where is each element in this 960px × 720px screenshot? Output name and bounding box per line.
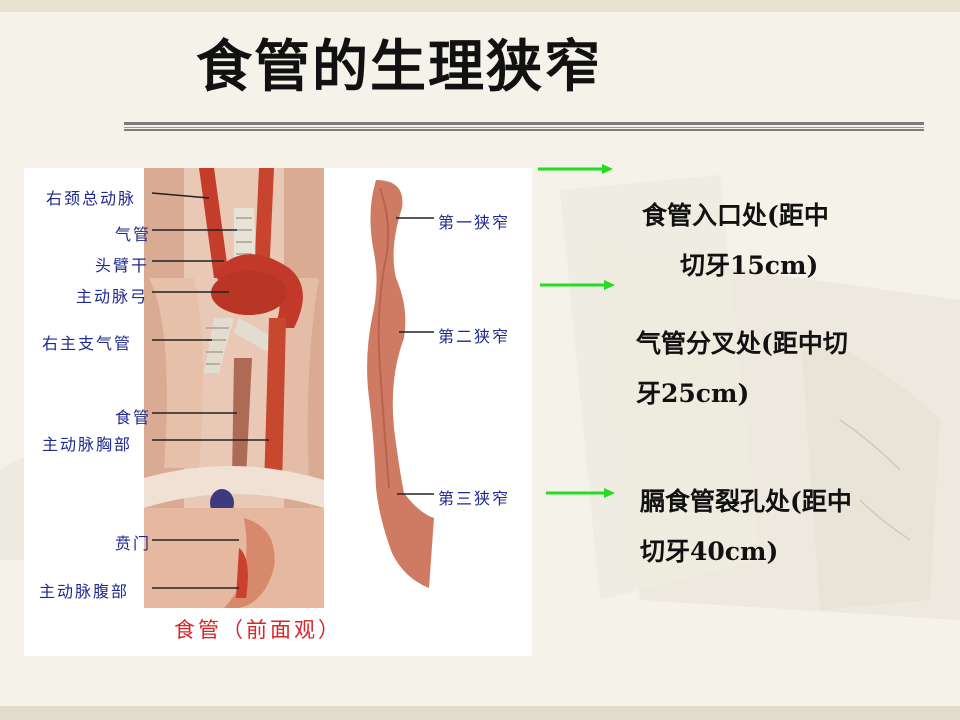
label-trachea: 气管 bbox=[115, 225, 152, 244]
narrowing-3-line-2: 切牙40cm) bbox=[640, 537, 779, 566]
figure-caption: 食管（前面观） bbox=[174, 618, 342, 642]
narrowing-2-line-1: 气管分叉处(距中切 bbox=[636, 329, 848, 358]
label-abdominal-aorta: 主动脉腹部 bbox=[39, 582, 130, 601]
label-first-narrowing: 第一狭窄 bbox=[438, 213, 511, 232]
label-aortic-arch: 主动脉弓 bbox=[76, 287, 149, 306]
label-brachiocephalic-trunk: 头臂干 bbox=[95, 256, 150, 275]
arrow-right-icon bbox=[546, 488, 615, 498]
label-esophagus: 食管 bbox=[115, 408, 152, 427]
arrow-right-icon bbox=[538, 164, 613, 174]
top-frame-band bbox=[0, 0, 960, 12]
title-underline bbox=[124, 122, 924, 132]
arrow-right-icon bbox=[540, 280, 615, 290]
label-right-main-bronchus: 右主支气管 bbox=[42, 334, 133, 353]
anatomy-illustration bbox=[144, 168, 434, 608]
narrowing-1-line-2: 切牙15cm) bbox=[680, 251, 819, 280]
label-cardia: 贲门 bbox=[115, 534, 152, 553]
narrowing-3-line-1: 膈食管裂孔处(距中 bbox=[640, 487, 852, 516]
slide-title: 食管的生理狭窄 bbox=[196, 35, 602, 100]
bottom-frame-band bbox=[0, 706, 960, 720]
label-third-narrowing: 第三狭窄 bbox=[438, 489, 511, 508]
narrowing-1-line-1: 食管入口处(距中 bbox=[642, 201, 829, 230]
esophagus-anatomy-figure: 右颈总动脉 气管 头臂干 主动脉弓 右主支气管 食管 主动脉胸部 贲门 主动脉腹… bbox=[24, 168, 532, 656]
narrowing-2-line-2: 牙25cm) bbox=[636, 379, 750, 408]
label-thoracic-aorta: 主动脉胸部 bbox=[42, 435, 133, 454]
label-second-narrowing: 第二狭窄 bbox=[438, 327, 511, 346]
label-right-common-carotid: 右颈总动脉 bbox=[46, 189, 137, 208]
